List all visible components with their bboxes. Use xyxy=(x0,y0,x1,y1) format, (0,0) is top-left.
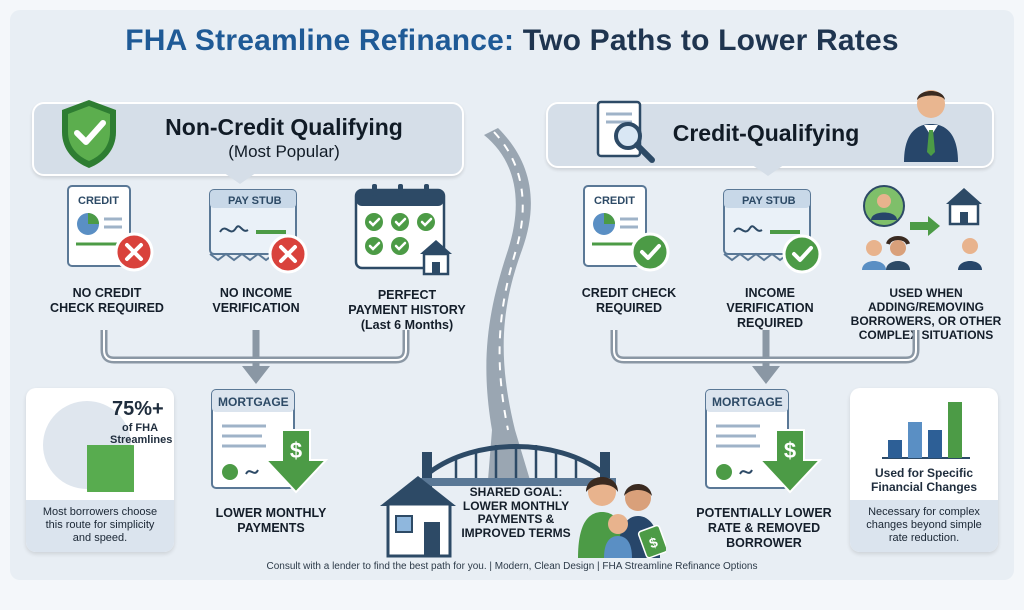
info-card: Used for Specific Financial Changes Nece… xyxy=(850,388,998,552)
businessman-icon xyxy=(904,90,958,162)
mortgage-doc-label-left: MORTGAGE xyxy=(218,395,289,409)
right-banner: Credit-Qualifying xyxy=(546,90,994,168)
magnifier-document-icon xyxy=(596,100,655,163)
pay-stub-doc-label: PAY STUB xyxy=(228,195,282,207)
bridge-house-family-illustration: $ xyxy=(380,444,666,559)
mortgage-doc-label-right: MORTGAGE xyxy=(712,395,783,409)
stat-label: of FHA Streamlines xyxy=(110,422,173,446)
mortgage-down-arrow-icon: MORTGAGE $ xyxy=(211,389,329,494)
title-part-1: FHA Streamline Refinance: xyxy=(125,24,515,57)
credit-report-x-icon: CREDIT xyxy=(67,185,154,272)
footer-note: Consult with a lender to find the best p… xyxy=(266,561,758,572)
info-caption: Necessary for complex changes beyond sim… xyxy=(850,500,998,552)
credit-doc-label-right: CREDIT xyxy=(594,195,635,207)
right-result-label: POTENTIALLY LOWER RATE & REMOVED BORROWE… xyxy=(696,506,832,550)
pay-stub-check-icon: PAY STUB xyxy=(723,189,822,274)
pay-stub-x-icon: PAY STUB xyxy=(209,189,308,274)
svg-text:$: $ xyxy=(784,438,796,463)
calendar-check-house-icon xyxy=(354,184,452,276)
pie-chart-75 xyxy=(43,401,134,492)
shared-goal-label: SHARED GOAL: LOWER MONTHLY PAYMENTS & IM… xyxy=(461,485,571,540)
left-result-label: LOWER MONTHLY PAYMENTS xyxy=(215,506,327,535)
title-part-2: Two Paths to Lower Rates xyxy=(522,24,899,57)
left-item-2-label: NO INCOME VERIFICATION xyxy=(212,286,300,315)
credit-report-check-icon: CREDIT xyxy=(583,185,670,272)
right-item-2-label: INCOME VERIFICATION REQUIRED xyxy=(726,286,814,330)
right-banner-pointer xyxy=(748,162,788,176)
left-heading: Non-Credit Qualifying xyxy=(165,114,403,140)
left-item-3-label: PERFECT PAYMENT HISTORY (Last 6 Months) xyxy=(348,288,466,332)
borrowers-change-icon xyxy=(862,185,982,270)
left-connector xyxy=(100,330,410,384)
right-connector xyxy=(610,330,920,384)
stat-card: 75%+ of FHA Streamlines Most borrowers c… xyxy=(26,388,174,552)
shield-check-icon xyxy=(62,100,116,168)
left-banner-pointer xyxy=(220,170,260,184)
road-graphic xyxy=(484,128,531,480)
bar-chart-icon xyxy=(882,402,970,459)
infographic: FHA Streamline Refinance: Two Paths to L… xyxy=(10,10,1014,580)
page-title: FHA Streamline Refinance: Two Paths to L… xyxy=(10,24,1014,58)
right-item-1-label: CREDIT CHECK REQUIRED xyxy=(581,286,677,315)
left-banner: Non-Credit Qualifying (Most Popular) xyxy=(32,100,464,176)
right-heading: Credit-Qualifying xyxy=(672,120,860,146)
pie-slice-75 xyxy=(87,445,134,492)
svg-text:$: $ xyxy=(290,438,302,463)
info-title: Used for Specific Financial Changes xyxy=(870,466,978,494)
right-item-3-label: USED WHEN ADDING/REMOVING BORROWERS, OR … xyxy=(850,286,1002,342)
left-subheading: (Most Popular) xyxy=(228,142,340,161)
credit-doc-label: CREDIT xyxy=(78,195,119,207)
stat-caption: Most borrowers choose this route for sim… xyxy=(26,500,174,552)
mortgage-down-arrow-icon-right: MORTGAGE $ xyxy=(705,389,823,494)
stat-value: 75%+ xyxy=(112,398,164,420)
pay-stub-doc-label-right: PAY STUB xyxy=(742,195,796,207)
left-item-1-label: NO CREDIT CHECK REQUIRED xyxy=(50,286,164,315)
